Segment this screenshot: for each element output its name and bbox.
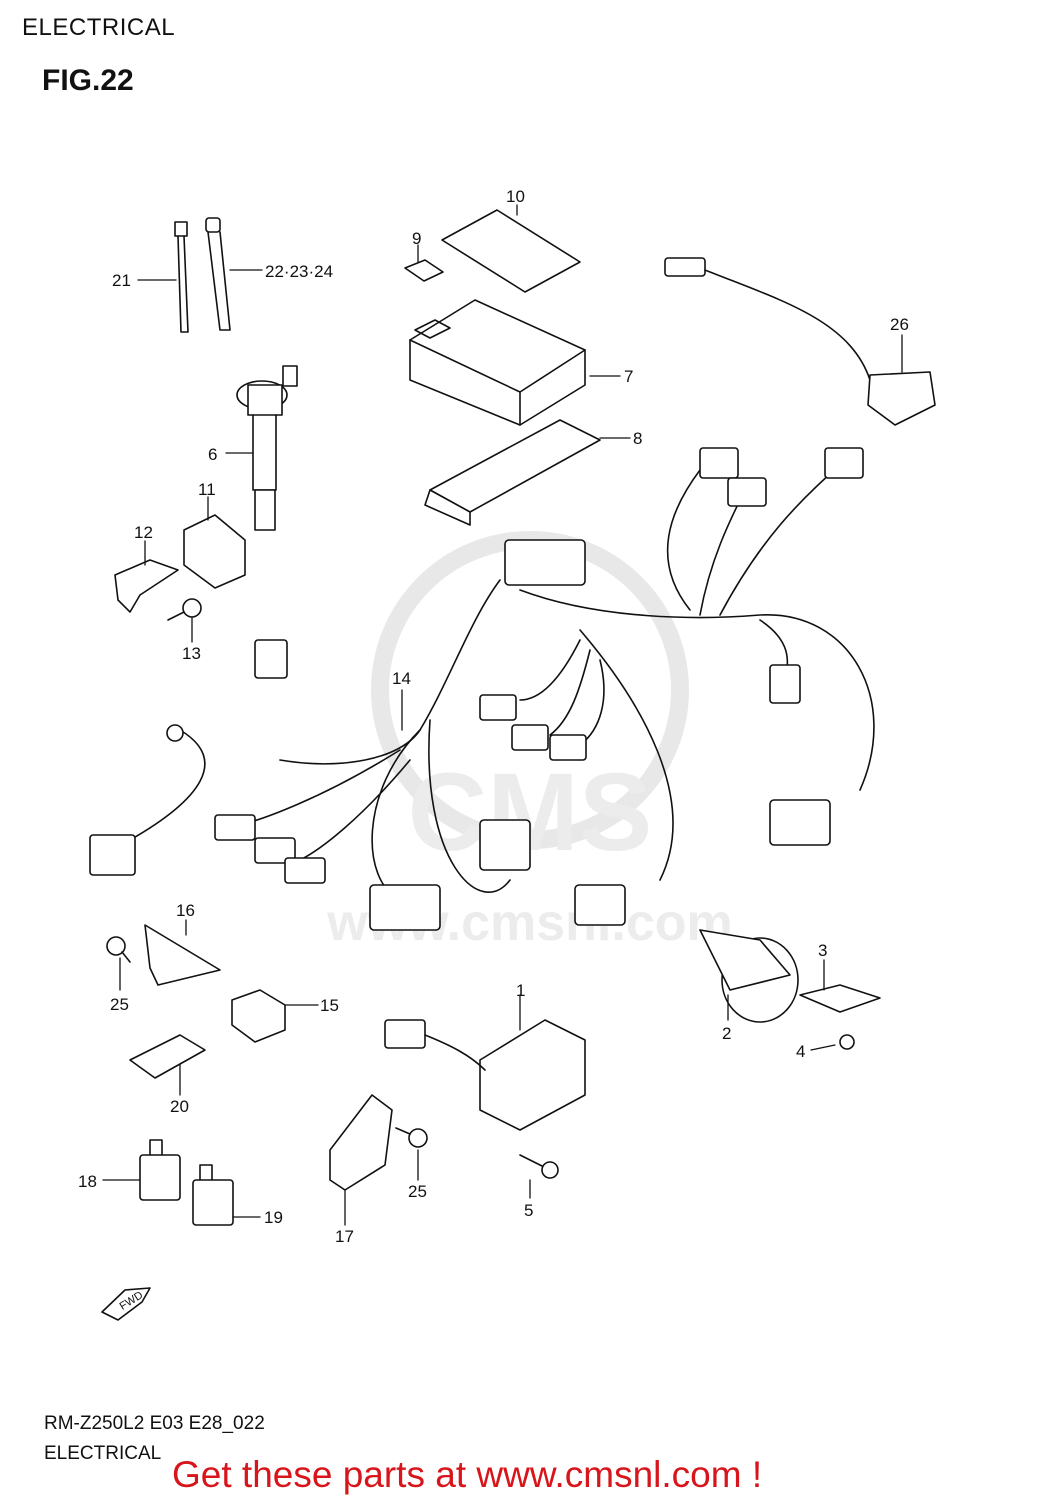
cable-tie-22[interactable]	[205, 217, 231, 331]
callout-7: 7	[624, 367, 633, 386]
ecm-unit-7[interactable]	[409, 299, 586, 426]
callout-21: 21	[112, 271, 131, 290]
leader-lines	[102, 204, 903, 1226]
callout-17: 17	[335, 1227, 354, 1246]
callout-4: 4	[796, 1042, 805, 1061]
ignition-coil-6[interactable]	[236, 365, 298, 531]
bracket-12[interactable]	[114, 559, 179, 613]
relay-15[interactable]	[231, 989, 286, 1043]
callout-14: 14	[392, 669, 411, 688]
callout-18: 18	[78, 1172, 97, 1191]
callout-11: 11	[198, 480, 216, 499]
connector-19[interactable]	[192, 1164, 234, 1226]
bolt-4[interactable]	[839, 1034, 855, 1050]
band-8[interactable]	[424, 419, 601, 526]
callout-9: 9	[412, 229, 421, 248]
callout-13: 13	[182, 644, 201, 663]
bracket-17[interactable]	[329, 1094, 393, 1191]
callout-6: 6	[208, 445, 217, 464]
callout-5: 5	[524, 1201, 533, 1220]
callout-25a: 25	[110, 995, 129, 1014]
callout-19: 19	[264, 1208, 283, 1227]
callout-8: 8	[633, 429, 642, 448]
sensor-26[interactable]	[664, 257, 936, 426]
diagram-code: RM-Z250L2 E03 E28_022	[44, 1413, 265, 1434]
callout-16: 16	[176, 901, 195, 920]
callout-22: 22·23·24	[265, 262, 333, 281]
callout-15: 15	[320, 996, 339, 1015]
figure-label: FIG.22	[42, 64, 134, 97]
callout-2: 2	[722, 1024, 731, 1043]
callout-12: 12	[134, 523, 153, 542]
bolt-25-left[interactable]	[106, 936, 131, 963]
forward-arrow-icon	[101, 1287, 151, 1321]
callout-labels: 21 22·23·24 10 9 26 7 8 6 11 12 13 14 16…	[78, 187, 909, 1246]
condenser-2[interactable]	[699, 929, 799, 1023]
bolt-13[interactable]	[167, 598, 202, 621]
section-title: ELECTRICAL	[22, 14, 176, 41]
regulator-1[interactable]	[384, 1019, 586, 1131]
bolt-25-right[interactable]	[395, 1127, 428, 1148]
cable-tie-21[interactable]	[174, 221, 189, 333]
callout-26: 26	[890, 315, 909, 334]
bracket-3[interactable]	[799, 984, 881, 1013]
wiring-harness-14[interactable]	[89, 447, 875, 931]
callout-10: 10	[506, 187, 525, 206]
footer-section-name: ELECTRICAL	[44, 1443, 162, 1464]
promo-link[interactable]: Get these parts at www.cmsnl.com !	[172, 1454, 763, 1495]
relay-11[interactable]	[183, 514, 246, 589]
callout-25b: 25	[408, 1182, 427, 1201]
bolt-5[interactable]	[519, 1154, 559, 1179]
pad-9[interactable]	[404, 259, 444, 282]
sheet-20[interactable]	[129, 1034, 206, 1079]
callout-1: 1	[516, 981, 525, 1000]
cms-watermark: CMS www.cmsnl.com	[326, 531, 733, 952]
callout-20: 20	[170, 1097, 189, 1116]
bracket-16[interactable]	[144, 924, 221, 986]
sheet-10[interactable]	[441, 209, 581, 293]
callout-3: 3	[818, 941, 827, 960]
connector-18[interactable]	[139, 1139, 181, 1201]
